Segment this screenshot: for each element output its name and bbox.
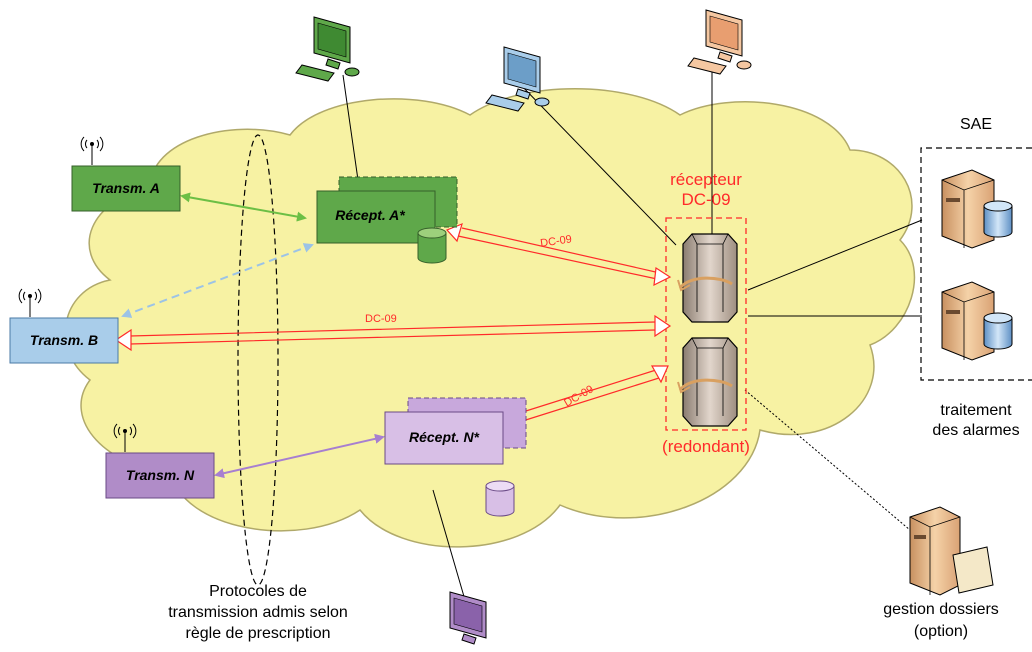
link-n xyxy=(214,433,385,479)
antenna-icon-b xyxy=(18,288,42,317)
database-icon-n xyxy=(485,480,515,517)
dc09-label-a: DC-09 xyxy=(539,233,572,249)
transmitter-n-box[interactable] xyxy=(105,452,215,499)
sae-box xyxy=(920,147,1032,381)
sae-server-icon-1 xyxy=(941,169,1013,249)
protocol-ellipse xyxy=(237,134,279,586)
link-b-dashed xyxy=(121,243,314,318)
transmitter-b-box[interactable] xyxy=(9,317,119,364)
line-ws-blue xyxy=(517,81,677,246)
line-sae-1 xyxy=(747,219,923,291)
dc09-label-b: DC-09 xyxy=(365,313,397,325)
dc09-arrow-b xyxy=(114,314,672,352)
protocols-line-2: transmission admis selon xyxy=(168,604,348,621)
dossiers-caption-2: (option) xyxy=(914,623,968,640)
line-dossiers xyxy=(744,389,911,531)
central-receiver-title-2: DC-09 xyxy=(681,190,730,209)
central-receiver-title-1: récepteur xyxy=(670,170,742,189)
central-receiver-box xyxy=(665,217,747,431)
transmitter-b-label: Transm. B xyxy=(30,332,98,348)
link-a xyxy=(180,192,307,222)
transmitter-a-box[interactable] xyxy=(71,165,181,212)
line-ws-green xyxy=(342,74,359,181)
central-receiver-redundant: (redondant) xyxy=(662,437,750,456)
receiver-a-box[interactable] xyxy=(316,190,436,244)
central-server-icon-1 xyxy=(677,233,738,323)
central-server-icon-2 xyxy=(677,337,738,427)
protocols-line-3: règle de prescription xyxy=(186,625,331,642)
sae-caption-2: des alarmes xyxy=(932,422,1019,439)
sae-server-icon-2 xyxy=(941,281,1013,361)
antenna-icon-a xyxy=(80,136,104,165)
workstation-icon-purple[interactable] xyxy=(449,591,487,645)
sae-caption-1: traitement xyxy=(940,402,1012,419)
transmitter-a-label: Transm. A xyxy=(92,180,160,196)
workstation-icon-green[interactable] xyxy=(295,16,360,82)
receiver-a-label: Récept. A* xyxy=(335,207,405,223)
workstation-icon-blue[interactable] xyxy=(485,46,550,112)
database-icon-a xyxy=(417,227,447,264)
antenna-icon-n xyxy=(113,423,137,452)
protocols-line-1: Protocoles de xyxy=(209,583,307,600)
receiver-n-box[interactable] xyxy=(384,411,504,465)
sae-title: SAE xyxy=(960,116,992,133)
workstation-icon-orange[interactable] xyxy=(687,9,752,75)
dossiers-server-icon xyxy=(909,506,994,596)
receiver-n-label: Récept. N* xyxy=(409,429,480,445)
dossiers-caption-1: gestion dossiers xyxy=(883,601,999,618)
transmitter-n-label: Transm. N xyxy=(126,467,195,483)
line-ws-purple xyxy=(432,489,466,601)
